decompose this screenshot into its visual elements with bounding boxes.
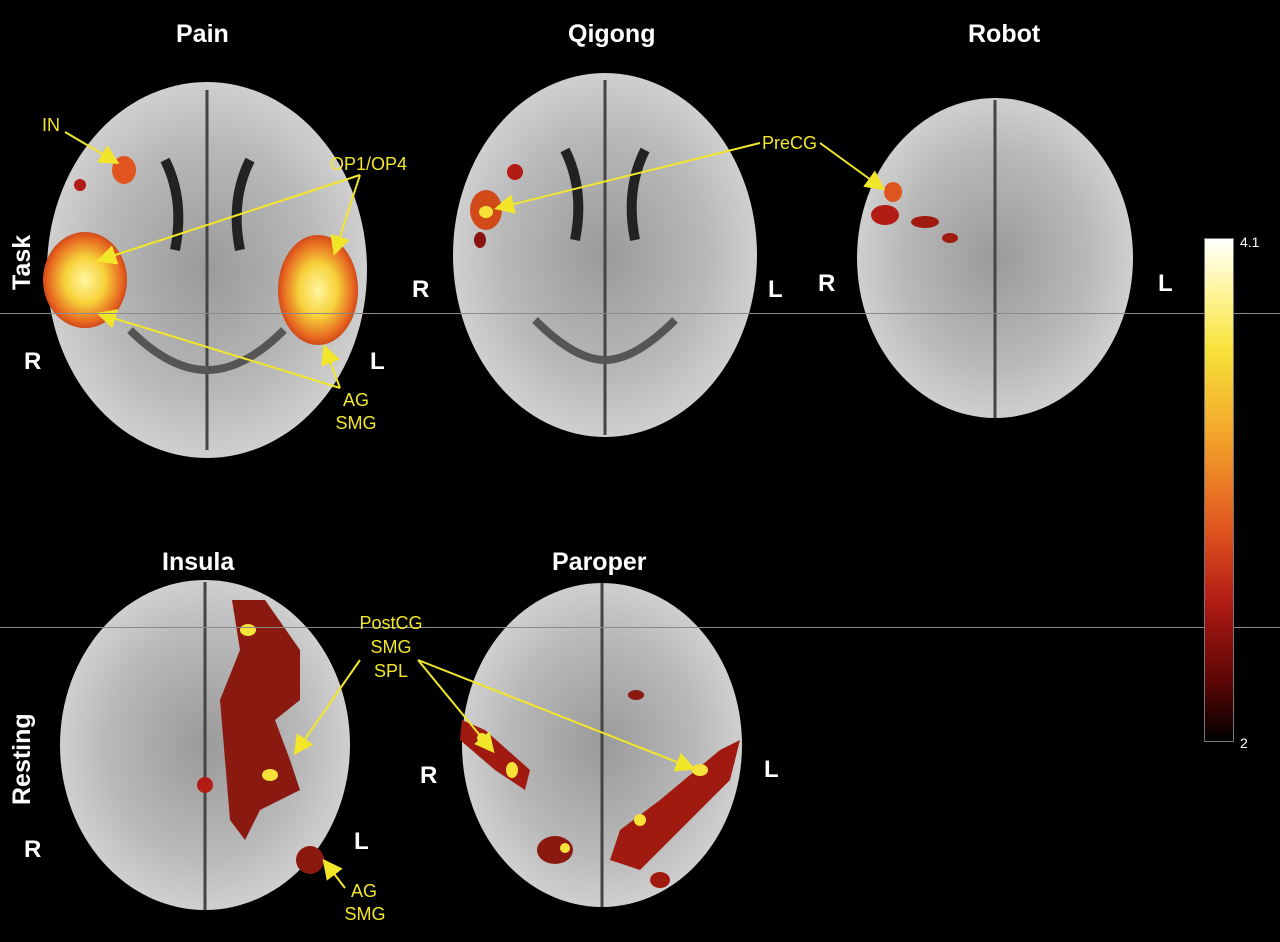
panel-title-robot: Robot xyxy=(968,20,1041,48)
robot-left-label: L xyxy=(1158,270,1173,297)
annotation-smg-insula: SMG xyxy=(344,904,386,924)
colorbar-min-label: 2 xyxy=(1240,735,1248,751)
qigong-left-label: L xyxy=(768,276,783,303)
annotation-smg-paroper: SMG xyxy=(370,637,412,657)
brain-slice-robot xyxy=(857,98,1133,418)
annotation-spl: SPL xyxy=(373,661,409,681)
row-label-resting: Resting xyxy=(8,713,36,805)
annotation-smg-pain: SMG xyxy=(335,413,377,433)
panel-title-paroper: Paroper xyxy=(552,548,647,576)
robot-right-label: R xyxy=(818,270,836,297)
paroper-right-label: R xyxy=(420,762,438,789)
divider-line xyxy=(0,627,1280,628)
annotation-postcg: PostCG xyxy=(359,613,423,633)
annotation-arrows xyxy=(64,131,886,889)
colorbar-max-label: 4.1 xyxy=(1240,234,1260,250)
annotation-ag-pain: AG xyxy=(342,390,369,410)
divider-line xyxy=(0,313,1280,314)
paroper-left-label: L xyxy=(764,756,779,783)
brain-slice-qigong xyxy=(453,73,757,437)
annotation-precg: PreCG xyxy=(762,133,818,153)
annotation-op1op4: OP1/OP4 xyxy=(330,154,408,174)
annotation-ag-insula: AG xyxy=(350,881,377,901)
activation-blob xyxy=(278,235,358,345)
pain-left-label: L xyxy=(370,348,385,375)
insula-right-label: R xyxy=(24,836,42,863)
row-label-task: Task xyxy=(8,234,36,290)
brain-slice-pain xyxy=(43,82,367,458)
pain-right-label: R xyxy=(24,348,42,375)
colorbar xyxy=(1204,238,1234,742)
insula-left-label: L xyxy=(354,828,369,855)
annotation-in: IN xyxy=(42,115,60,135)
brain-slice-paroper xyxy=(460,583,742,907)
brain-slice-insula xyxy=(60,580,350,910)
qigong-right-label: R xyxy=(412,276,430,303)
panel-title-insula: Insula xyxy=(162,548,235,576)
panel-title-qigong: Qigong xyxy=(568,20,656,48)
panel-title-pain: Pain xyxy=(176,20,229,48)
